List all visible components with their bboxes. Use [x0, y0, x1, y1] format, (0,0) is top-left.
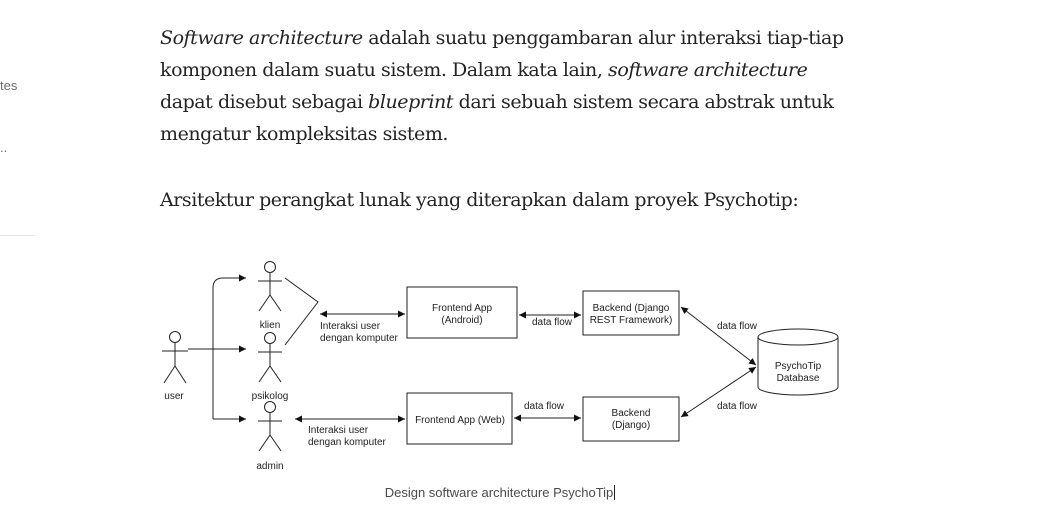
edge-rest-database: [680, 306, 757, 366]
actor-psikolog-label: psikolog: [252, 391, 289, 402]
em-blueprint: blueprint: [368, 91, 454, 113]
figure-caption-text: Design software architecture PsychoTip: [384, 485, 614, 500]
edge-interaction-top-label-2: dengan komputer: [320, 333, 399, 344]
node-frontend-android: [406, 286, 518, 339]
edge-rest-database-label: data flow: [717, 321, 758, 332]
node-database-label-1: PsychoTip: [775, 361, 822, 372]
em-software-architecture-2: software architecture: [608, 59, 808, 81]
node-frontend-android-label-1: Frontend App: [432, 303, 492, 314]
edge-django-database-label: data flow: [717, 401, 758, 412]
paragraph-software-architecture: Software architecture adalah suatu pengg…: [160, 22, 860, 150]
paragraph-text-1: adalah suatu penggambaran alur interaksi…: [160, 27, 844, 81]
figure-caption[interactable]: Design software architecture PsychoTip: [0, 485, 1000, 500]
actor-user-icon: [162, 331, 188, 384]
node-database: [757, 328, 839, 396]
architecture-diagram[interactable]: user klien psikolog admin: [150, 255, 850, 475]
paragraph-text-2: dapat disebut sebagai: [160, 91, 369, 113]
edge-android-backend-label: data flow: [532, 317, 573, 328]
node-frontend-android-label-2: (Android): [441, 315, 482, 326]
actor-psikolog-icon: [258, 332, 282, 383]
sidebar-fragment-top[interactable]: tes: [0, 78, 18, 93]
node-frontend-web: [406, 392, 513, 445]
architecture-diagram-svg: user klien psikolog admin: [162, 261, 839, 472]
edge-interaction-top-label-1: Interaksi user: [320, 321, 381, 332]
paragraph-text-3: dari sebuah sistem secara abstrak untuk …: [160, 91, 834, 145]
actor-user-label: user: [164, 391, 184, 402]
article-body: Software architecture adalah suatu pengg…: [160, 22, 860, 216]
node-database-label-2: Database: [777, 373, 820, 384]
node-backend-django: [582, 396, 680, 442]
node-backend-rest: [582, 290, 680, 336]
edge-web-backend-label: data flow: [524, 401, 565, 412]
interaction-funnel-shape: [284, 277, 319, 346]
paragraph-arsitektur-psychotip: Arsitektur perangkat lunak yang diterapk…: [160, 189, 799, 211]
user-fanout-connector: [188, 274, 246, 423]
sidebar-fragment-bottom[interactable]: ..: [0, 140, 8, 155]
node-backend-rest-label-2: REST Framework): [590, 315, 673, 326]
edge-interaction-bottom-label-2: dengan komputer: [308, 437, 387, 448]
actor-admin-label: admin: [256, 461, 283, 472]
actor-klien-label: klien: [260, 320, 281, 331]
node-backend-django-label-1: Backend: [612, 408, 651, 419]
em-software-architecture: Software architecture: [160, 27, 363, 49]
actor-klien-icon: [258, 261, 282, 312]
text-cursor: [614, 485, 616, 500]
edge-interaction-bottom-label-1: Interaksi user: [308, 425, 369, 436]
edge-django-database: [680, 366, 757, 418]
node-backend-django-label-2: (Django): [612, 420, 650, 431]
node-backend-rest-label-1: Backend (Django: [593, 303, 670, 314]
actor-admin-icon: [258, 401, 282, 452]
sidebar-divider: [0, 235, 35, 236]
node-frontend-web-label: Frontend App (Web): [415, 415, 505, 426]
